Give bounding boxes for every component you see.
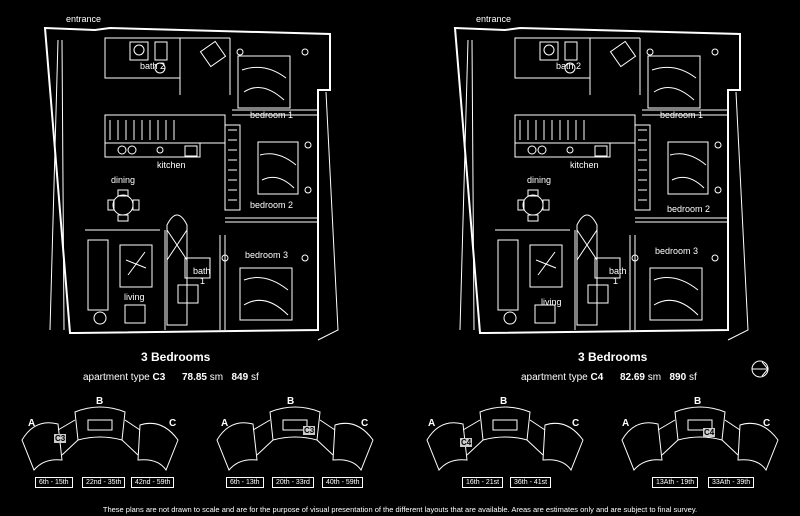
wing-label-c: C [169,418,177,429]
floor-range: 20th - 33rd [272,477,314,488]
room-label-living: living [541,297,562,307]
room-label-dining: dining [527,175,552,185]
floor-range: 36th - 41st [510,477,552,488]
apartment-type-label: apartment type [83,372,150,383]
room-label-bedroom-1: bedroom 1 [250,110,294,120]
wing-label-b: B [287,396,295,407]
unit-highlight: C4 [460,438,473,447]
room-label-entrance: entrance [476,14,512,24]
wing-label-c: C [361,418,369,429]
wing-label-b: B [694,396,702,407]
floor-range: 6th - 15th [35,477,73,488]
area-sf: 849 [231,372,249,383]
room-label-bedroom-1: bedroom 1 [660,110,704,120]
room-label-bath-2: bath 2 [140,61,166,71]
apartment-type-line: apartment type C3 78.85 sm 849 sf [83,372,259,383]
apartment-type-line: apartment type C4 82.69 sm 890 sf [521,372,697,383]
wing-label-a: A [622,418,630,429]
room-label-bedroom-3: bedroom 3 [655,246,699,256]
room-label-bath-1-number: 1 [200,276,206,286]
area-sm-unit: sm [647,372,662,383]
plan-title: 3 Bedrooms [141,350,211,364]
room-label-living: living [124,292,145,302]
room-label-bedroom-3: bedroom 3 [245,250,289,260]
wing-label-c: C [763,418,771,429]
room-label-entrance: entrance [66,14,102,24]
wing-label-c: C [572,418,580,429]
unit-highlight: C4 [703,428,716,437]
floor-plan-c4 [453,26,749,341]
room-label-kitchen: kitchen [157,160,186,170]
keyplan-4 [621,406,779,472]
floor-range: 13Ath - 19th [652,477,699,488]
room-label-bedroom-2: bedroom 2 [667,204,711,214]
wing-label-b: B [96,396,104,407]
wing-label-a: A [28,418,36,429]
keyplan-2 [216,406,374,472]
floor-range: 42nd - 59th [131,477,175,488]
keyplan-3 [426,406,584,472]
plan-title: 3 Bedrooms [578,350,648,364]
area-sm: 82.69 [619,372,645,383]
disclaimer-footer: These plans are not drawn to scale and a… [102,505,698,514]
room-label-kitchen: kitchen [570,160,599,170]
floor-range: 6th - 13th [226,477,264,488]
wing-label-b: B [500,396,508,407]
floor-range: 40th - 59th [322,477,364,488]
wing-label-a: A [221,418,229,429]
apartment-type-label: apartment type [521,372,588,383]
room-label-dining: dining [111,175,136,185]
apartment-type-code: C3 [152,372,166,383]
apartment-type-code: C4 [590,372,604,383]
floor-plan-c3 [43,26,339,341]
room-label-bedroom-2: bedroom 2 [250,200,294,210]
area-sf: 890 [669,372,687,383]
compass-icon [751,360,769,378]
unit-highlight: C3 [54,434,67,443]
area-sm-unit: sm [209,372,224,383]
area-sf-unit: sf [250,372,259,383]
floor-range: 16th - 21st [462,477,504,488]
room-label-bath-2: bath 2 [556,61,582,71]
keyplan-1 [21,406,179,472]
room-label-bath-1-number: 1 [613,276,619,286]
room-label-bath-1: bath [609,266,627,276]
unit-highlight: C3 [303,426,316,435]
floor-range: 33Ath - 39th [708,477,755,488]
floor-range: 22nd - 35th [82,477,126,488]
area-sf-unit: sf [688,372,697,383]
area-sm: 78.85 [181,372,207,383]
room-label-bath-1: bath [193,266,211,276]
wing-label-a: A [428,418,436,429]
